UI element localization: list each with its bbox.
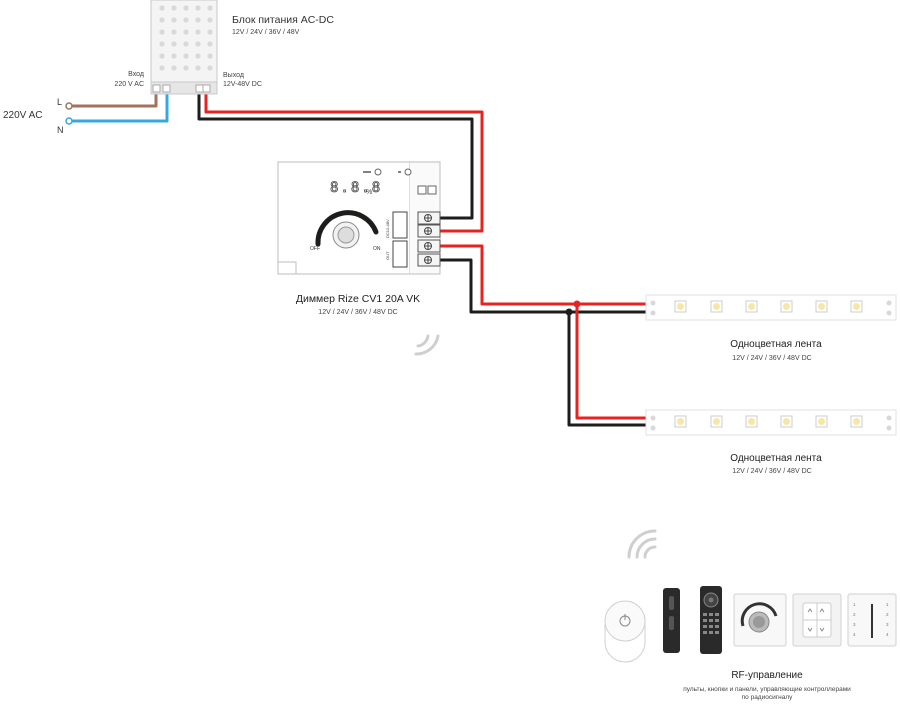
rf-remote-wheel	[700, 586, 722, 654]
rf-round-button	[604, 600, 646, 663]
dimmer: 8.8.8 % OFF ON DC12-48V OUT Диммер Rize …	[277, 161, 441, 356]
mains-line-label: L	[57, 97, 62, 107]
wire-psu-negative	[197, 92, 474, 220]
wires	[72, 92, 650, 427]
dimmer-display: 8.8.8	[330, 180, 382, 196]
strip-2-title: Одноцветная лента	[730, 453, 822, 464]
dimmer-terminal-out-label: OUT	[385, 251, 390, 260]
dimmer-knob-on: ON	[373, 246, 381, 252]
svg-text:4: 4	[853, 632, 856, 637]
led-strip-1: Одноцветная лента 12V / 24V / 36V / 48V …	[645, 294, 897, 362]
rf-controls: 1 2 3 4 1 2 3 4 RF-управление пульты, кнопки и…	[604, 529, 897, 701]
dimmer-title: Диммер Rize CV1 20A VK	[296, 293, 420, 305]
led-strip-2: Одноцветная лента 12V / 24V / 36V / 48V …	[645, 409, 897, 475]
svg-text:2: 2	[886, 612, 889, 617]
wire-psu-positive	[204, 92, 484, 233]
junction-positive	[573, 300, 581, 308]
wire-out-negative	[440, 258, 650, 314]
rf-button-panel	[792, 593, 842, 647]
wire-branch-negative	[567, 312, 650, 427]
dimmer-terminals: DC12-48V OUT	[385, 185, 441, 268]
psu-output-value: 12V-48V DC	[223, 81, 262, 88]
strip-1-leds	[674, 300, 863, 313]
terminal-l	[65, 102, 73, 110]
junction-negative	[565, 308, 573, 316]
rf-description-line1: пульты, кнопки и панели, управляющие кон…	[683, 686, 851, 693]
rf-touch-panel: 1 2 3 4 1 2 3 4	[847, 593, 897, 647]
dimmer-body	[277, 161, 411, 275]
dimmer-button-2	[404, 168, 412, 176]
dimmer-terminal-in-label: DC12-48V	[385, 219, 390, 238]
wire-out-positive	[440, 244, 650, 306]
wire-neutral	[72, 92, 169, 123]
psu-input-label: Вход	[128, 71, 144, 78]
power-supply: Блок питания AC-DC 12V / 24V / 36V / 48V…	[114, 0, 334, 95]
dimmer-voltages: 12V / 24V / 36V / 48V DC	[318, 309, 397, 316]
strip-2-leds	[674, 415, 863, 428]
strip-1-title: Одноцветная лента	[730, 339, 822, 350]
svg-text:4: 4	[886, 632, 889, 637]
wire-live	[72, 92, 158, 108]
mains-neutral-label: N	[57, 125, 64, 135]
svg-text:1: 1	[853, 602, 856, 607]
strip-2-voltages: 12V / 24V / 36V / 48V DC	[732, 468, 811, 475]
svg-text:1: 1	[886, 602, 889, 607]
psu-vents	[159, 5, 213, 71]
dimmer-display-percent: %	[366, 189, 372, 196]
dimmer-knob-off: OFF	[310, 246, 320, 252]
dimmer-knob-arc	[315, 210, 379, 247]
terminal-n	[65, 117, 73, 125]
psu-voltages: 12V / 24V / 36V / 48V	[232, 29, 300, 36]
strip-1-voltages: 12V / 24V / 36V / 48V DC	[732, 355, 811, 362]
rf-description-line2: по радиосигналу	[742, 694, 793, 701]
dimmer-rf-receiver-icon	[414, 334, 440, 356]
psu-output-label: Выход	[223, 72, 244, 79]
rf-knob-panel	[733, 593, 787, 647]
dimmer-button-1	[374, 168, 382, 176]
rf-remote-slim	[663, 588, 680, 653]
mains-input: 220V AC L N	[3, 97, 73, 135]
psu-input-value: 220 V AC	[114, 81, 144, 88]
svg-text:3: 3	[886, 622, 889, 627]
mains-label: 220V AC	[3, 110, 42, 121]
psu-title: Блок питания AC-DC	[232, 14, 334, 26]
rf-title: RF-управление	[731, 670, 803, 681]
wire-branch-positive	[575, 304, 650, 420]
svg-text:2: 2	[853, 612, 856, 617]
rf-signal-icon	[627, 529, 657, 559]
svg-text:3: 3	[853, 622, 856, 627]
